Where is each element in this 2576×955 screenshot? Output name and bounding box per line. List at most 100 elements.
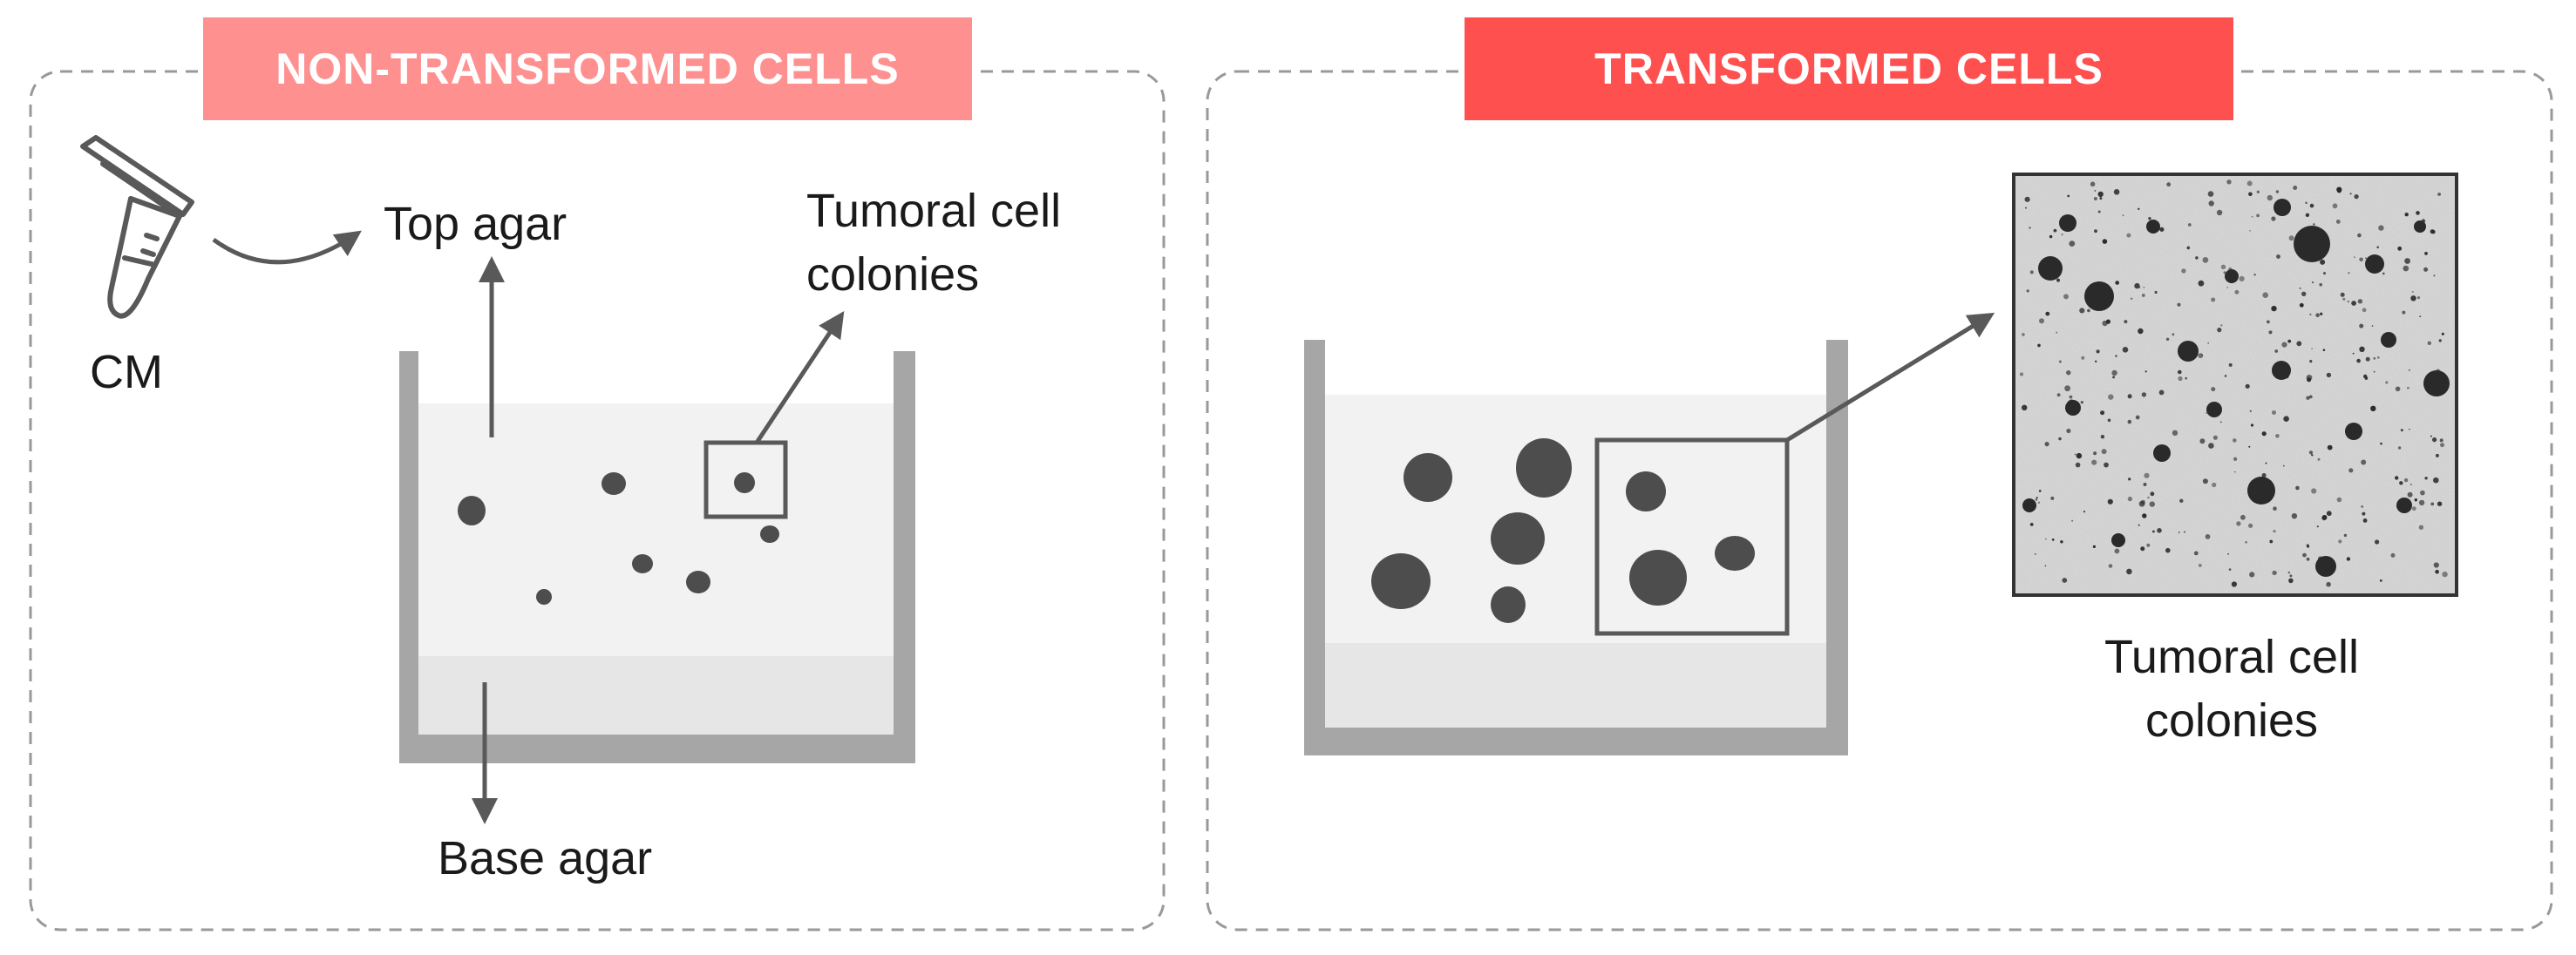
micrograph-speck [2234, 471, 2236, 473]
micrograph-speck [2228, 362, 2233, 367]
micrograph-speck [2373, 356, 2376, 360]
micrograph-speck [2126, 233, 2131, 238]
micrograph-speck [2099, 197, 2103, 200]
micrograph-colony [2274, 199, 2291, 216]
micrograph-speck [2122, 347, 2129, 353]
micrograph-speck [2373, 370, 2375, 373]
micrograph-speck [2029, 270, 2034, 274]
micrograph-speck [2311, 488, 2317, 494]
micrograph-speck [2092, 545, 2096, 549]
micrograph-speck [2419, 315, 2422, 317]
micrograph-speck [2198, 280, 2205, 287]
micrograph-speck [2037, 501, 2041, 504]
micrograph-speck [2166, 182, 2172, 187]
micrograph-speck [2142, 513, 2147, 518]
micrograph-speck [2316, 525, 2319, 528]
micrograph-speck [2256, 190, 2260, 193]
micrograph-speck [2071, 519, 2074, 522]
micrograph-speck [2095, 360, 2097, 362]
micrograph-speck [2224, 375, 2227, 377]
micrograph-speck [2100, 435, 2105, 439]
micrograph-speck [2154, 290, 2158, 295]
micrograph-speck [2148, 217, 2151, 220]
micrograph-speck [2361, 459, 2367, 465]
micrograph-speck [2113, 189, 2120, 195]
micrograph-speck [2038, 490, 2042, 492]
micrograph-speck [2309, 360, 2313, 363]
micrograph-speck [2064, 385, 2071, 392]
micrograph-speck [2380, 442, 2382, 445]
non-transformed-cells-title: NON-TRANSFORMED CELLS [203, 17, 972, 120]
micrograph-speck [2146, 543, 2151, 547]
micrograph-speck [2102, 239, 2108, 244]
micrograph-speck [2062, 578, 2068, 583]
micrograph-speck [2437, 501, 2443, 506]
micrograph-speck [2433, 562, 2439, 568]
micrograph-speck [2439, 438, 2443, 443]
micrograph-speck [2427, 341, 2431, 345]
micrograph-speck [2143, 483, 2147, 486]
micrograph-speck [2228, 568, 2232, 571]
micrograph-speck [2105, 319, 2110, 324]
micrograph-colony [2345, 423, 2362, 440]
micrograph-speck [2317, 457, 2321, 461]
micrograph-speck [2138, 524, 2140, 526]
micrograph-speck [2037, 343, 2041, 348]
micrograph-speck [2430, 435, 2432, 437]
micrograph-speck [2299, 302, 2304, 308]
micrograph-speck [2201, 354, 2204, 356]
micrograph-speck [2081, 356, 2085, 360]
micrograph-speck [2104, 462, 2109, 468]
micrograph-speck [2140, 546, 2145, 552]
micrograph-speck [2178, 531, 2180, 533]
micrograph-speck [2311, 454, 2314, 457]
micrograph-speck [2128, 478, 2131, 481]
micrograph-speck [2178, 376, 2183, 382]
micrograph-speck [2362, 308, 2367, 313]
micrograph-speck [2262, 292, 2268, 299]
micrograph-speck [2287, 571, 2291, 574]
micrograph-speck [2256, 213, 2260, 218]
base-agar-label: Base agar [438, 832, 653, 884]
micrograph-speck [2187, 223, 2192, 227]
micrograph-speck [2245, 541, 2247, 544]
micrograph-speck [2424, 252, 2428, 255]
micrograph-speck [2135, 415, 2140, 420]
micrograph-colony [2065, 400, 2081, 416]
micrograph-speck [2115, 355, 2117, 357]
micrograph-speck [2100, 410, 2105, 416]
colony [1629, 550, 1687, 606]
micrograph-speck [2404, 213, 2409, 217]
cm-to-top-agar-arrow [212, 230, 362, 265]
micrograph-speck [2404, 258, 2411, 264]
micrograph-speck [2220, 324, 2223, 327]
micrograph-speck [2066, 428, 2071, 434]
micrograph-speck [2217, 328, 2222, 333]
micrograph-speck [2271, 216, 2276, 221]
micrograph-speck [2144, 472, 2150, 478]
micrograph-speck [2193, 551, 2199, 556]
micrograph-speck [2287, 339, 2292, 343]
micrograph-speck [2336, 188, 2342, 193]
micrograph-speck [2335, 220, 2341, 224]
micrograph-speck [2276, 254, 2280, 259]
micrograph-speck [2378, 225, 2384, 231]
colony [734, 472, 755, 493]
micrograph-speck [2066, 370, 2071, 376]
micrograph-speck [2371, 325, 2374, 327]
micrograph-speck [2127, 419, 2132, 424]
micrograph-speck [2025, 207, 2027, 209]
micrograph-speck [2035, 498, 2038, 501]
micrograph-speck [2250, 423, 2254, 427]
micrograph-speck [2122, 214, 2124, 217]
micrograph-speck [2233, 457, 2238, 461]
micrograph-speck [2395, 476, 2399, 480]
micrograph-speck [2112, 376, 2116, 379]
micrograph-speck [2138, 207, 2140, 210]
micrograph-speck [2150, 491, 2155, 497]
micrograph-speck [2399, 481, 2403, 485]
micrograph-speck [2034, 552, 2036, 555]
micrograph-colony [2315, 556, 2336, 577]
micrograph-speck [2410, 484, 2412, 485]
